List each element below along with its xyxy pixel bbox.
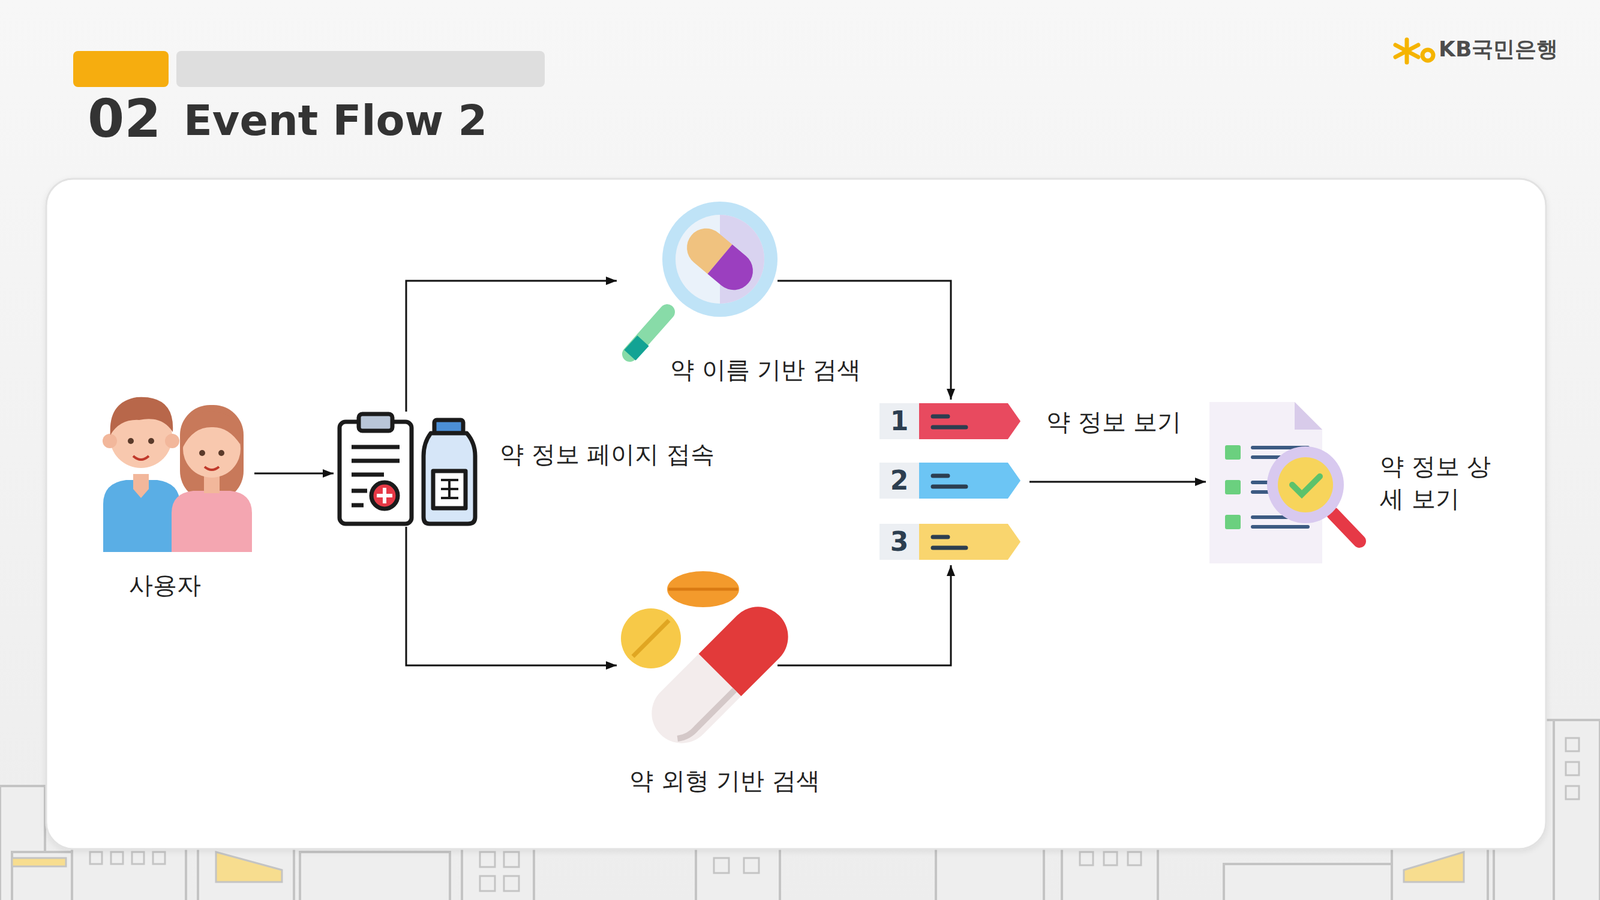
list-number: 3 (890, 527, 909, 557)
flow-arrow (406, 280, 617, 412)
accent-bar (73, 50, 169, 87)
page-title: Event Flow 2 (183, 95, 488, 146)
flow-node: 약 이름 기반 검색 (617, 199, 778, 356)
flow-arrow (254, 472, 334, 475)
node-label: 약 이름 기반 검색 (670, 353, 861, 386)
node-label: 약 정보 상세 보기 (1379, 449, 1494, 515)
numbered-list-icon (879, 403, 1021, 560)
magnifier-pill-icon (629, 201, 778, 356)
flow-arrow (1029, 481, 1206, 483)
accent-bar (176, 50, 545, 87)
pills-icon (620, 571, 801, 756)
node-label: 약 정보 페이지 접속 (499, 437, 715, 471)
node-label: 사용자 (128, 568, 201, 602)
flow-arrow (777, 565, 951, 666)
node-label: 약 정보 보기 (1046, 405, 1182, 438)
flow-node: 약 정보 페이지 접속 (334, 411, 477, 527)
users-icon (102, 397, 252, 552)
flow-arrow (406, 526, 617, 666)
node-label: 약 외형 기반 검색 (629, 764, 821, 797)
list-number: 1 (890, 406, 909, 436)
document-check-icon (1209, 401, 1360, 564)
flow-node: 약 정보 상세 보기 (1207, 398, 1370, 567)
content-card (46, 178, 1547, 849)
brand-logo: KB국민은행 (1438, 37, 1559, 62)
list-number: 2 (890, 466, 909, 495)
flow-node: 사용자 (100, 392, 255, 554)
flow-node: 약 외형 기반 검색 (617, 566, 778, 735)
section-number: 02 (87, 89, 161, 149)
logo-symbol (1395, 39, 1434, 63)
clipboard-bottle-icon (339, 413, 476, 524)
